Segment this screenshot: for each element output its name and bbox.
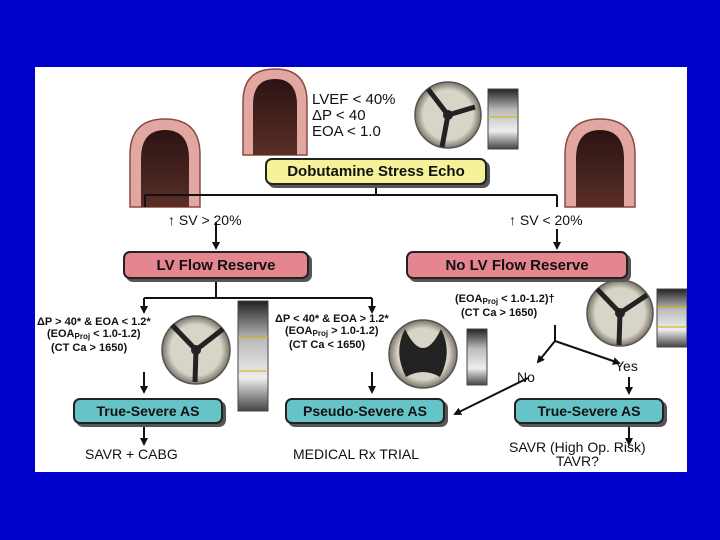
- aortic-valve-icon: [388, 319, 458, 389]
- true-severe-criteria: ΔP > 40* & EOA < 1.2* (EOAProj < 1.0-1.2…: [37, 316, 151, 355]
- aortic-valve-icon: [414, 81, 482, 149]
- slide-panel: LVEF < 40% ΔP < 40 EOA < 1.0 Dobutamine …: [35, 67, 687, 472]
- dobutamine-stress-echo-box: Dobutamine Stress Echo: [265, 158, 487, 185]
- doppler-strip-icon: [487, 88, 519, 150]
- pseudo-severe-criteria: ΔP < 40* & EOA > 1.2* (EOAProj > 1.0-1.2…: [275, 313, 389, 352]
- pseudo-severe-as-box: Pseudo-Severe AS: [285, 398, 445, 424]
- aortic-valve-icon: [586, 279, 654, 347]
- decision-yes-label: Yes: [615, 358, 638, 374]
- aortic-valve-icon: [161, 315, 231, 385]
- outcome-savr-tavr: SAVR (High Op. Risk) TAVR?: [509, 440, 646, 469]
- flow-connectors: [140, 185, 633, 446]
- heart-ventricle-icon: [242, 68, 308, 156]
- doppler-strip-icon: [237, 300, 269, 412]
- true-severe-as-box-left: True-Severe AS: [73, 398, 223, 424]
- criteria-line: (CT Ca < 1650): [289, 339, 366, 352]
- criteria-line: (EOAProj > 1.0-1.2): [285, 325, 379, 339]
- heart-ventricle-icon: [129, 118, 201, 208]
- heart-ventricle-icon: [564, 118, 636, 208]
- gradient-criterion: ΔP < 40: [312, 107, 366, 125]
- criteria-line: (CT Ca > 1650): [51, 342, 128, 355]
- criteria-line: (EOAProj < 1.0-1.2): [47, 328, 141, 342]
- outcome-line: TAVR?: [555, 453, 599, 470]
- lv-flow-reserve-box: LV Flow Reserve: [123, 251, 309, 279]
- criteria-line: ΔP < 40* & EOA > 1.2*: [275, 313, 389, 325]
- stroke-volume-increase-label: ↑ SV > 20%: [168, 212, 242, 228]
- no-lv-flow-reserve-box: No LV Flow Reserve: [406, 251, 628, 279]
- doppler-strip-icon: [656, 288, 687, 348]
- initial-criteria: LVEF < 40% ΔP < 40 EOA < 1.0: [312, 91, 396, 141]
- eoa-criterion: EOA < 1.0: [312, 123, 381, 141]
- outcome-medical-trial: MEDICAL Rx TRIAL: [293, 446, 420, 462]
- doppler-strip-icon: [466, 328, 488, 386]
- outcome-savr-cabg: SAVR + CABG: [85, 446, 178, 462]
- outcome-line: SAVR (High Op. Risk): [509, 439, 646, 455]
- lvef-criterion: LVEF < 40%: [312, 91, 396, 108]
- flowchart-graphics: [129, 68, 687, 446]
- criteria-line: ΔP > 40* & EOA < 1.2*: [37, 316, 151, 328]
- stroke-volume-no-increase-label: ↑ SV < 20%: [509, 212, 583, 228]
- criteria-line: (EOAProj < 1.0-1.2)†: [455, 293, 555, 306]
- criteria-line: (CT Ca > 1650): [461, 306, 538, 319]
- true-severe-as-box-right: True-Severe AS: [514, 398, 664, 424]
- no-flow-reserve-criteria: (EOAProj < 1.0-1.2)† (CT Ca > 1650): [455, 293, 555, 319]
- decision-no-label: No: [517, 369, 535, 385]
